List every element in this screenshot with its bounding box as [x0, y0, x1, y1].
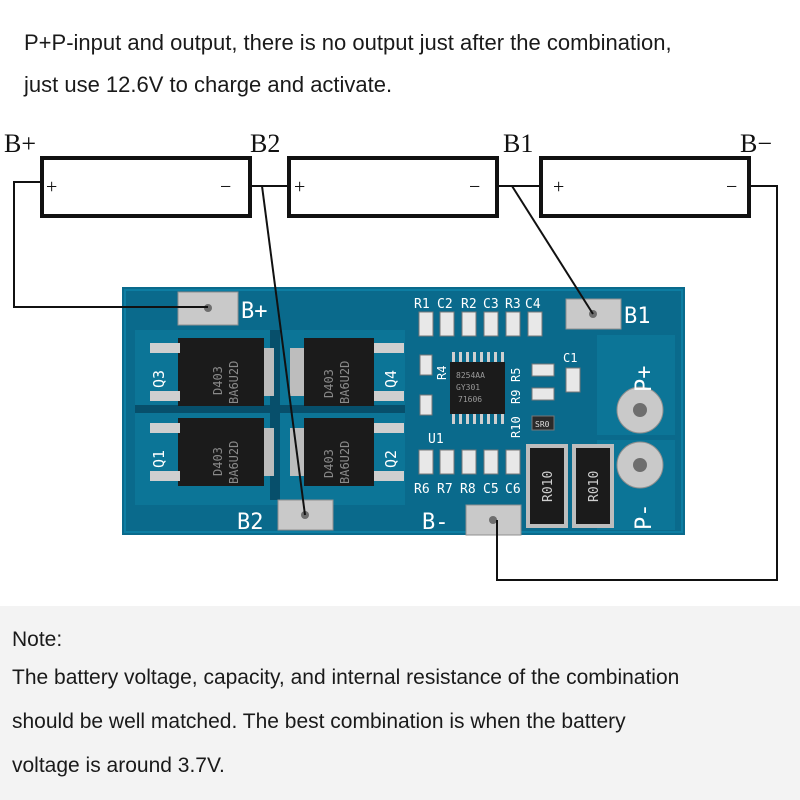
battery-cell-1 — [40, 156, 252, 218]
terminal-bplus: B+ — [4, 129, 36, 158]
label-r7: R7 — [437, 482, 453, 497]
mosfet-q1-mark-2: BA6U2D — [227, 441, 241, 484]
label-c5: C5 — [483, 482, 499, 497]
cell-2-plus: + — [294, 176, 305, 198]
note-section: Note: The battery voltage, capacity, and… — [0, 606, 800, 800]
ref-q4: Q4 — [382, 370, 400, 388]
pad-label-pplus: P+ — [632, 366, 657, 393]
header-line-1: P+P-input and output, there is no output… — [24, 30, 672, 55]
terminal-b1: B1 — [503, 129, 533, 158]
label-sr0: SR0 — [535, 420, 550, 429]
mosfet-q1-mark-1: D403 — [211, 447, 225, 476]
header-line-2: just use 12.6V to charge and activate. — [24, 72, 393, 97]
smd-top-row — [418, 311, 543, 337]
label-r4: R4 — [435, 366, 449, 380]
wire-b2 — [261, 185, 306, 516]
mosfet-q4: D403 BA6U2D — [290, 338, 404, 406]
label-r9: R9 — [509, 390, 523, 404]
protection-board: B+ B1 B2 B- P+ P- D403 BA6U2D D403 — [122, 287, 685, 536]
ic-mark-1: 8254AA — [456, 371, 485, 380]
small-part-sr0 — [531, 415, 555, 431]
battery-cell-2 — [287, 156, 499, 218]
label-c1: C1 — [563, 351, 577, 365]
ic-mark-2: GY301 — [456, 383, 480, 392]
battery-cells — [40, 156, 751, 218]
ref-u1: U1 — [428, 432, 444, 447]
pad-label-b1: B1 — [624, 304, 651, 329]
cell-3-plus: + — [553, 176, 564, 198]
note-line-1: The battery voltage, capacity, and inter… — [12, 666, 680, 689]
note-title: Note: — [12, 628, 63, 651]
ref-q3: Q3 — [150, 370, 168, 388]
label-c3: C3 — [483, 297, 499, 312]
wiring — [13, 181, 778, 581]
shunt-resistors: R010 R010 — [526, 444, 614, 528]
mosfet-q4-mark-1: D403 — [322, 369, 336, 398]
shunt-2 — [572, 444, 614, 528]
note-line-3: voltage is around 3.7V. — [12, 754, 225, 777]
wire-bminus — [496, 185, 778, 581]
mosfet-q1: D403 BA6U2D — [150, 418, 274, 486]
label-r2: R2 — [461, 297, 477, 312]
cell-1-plus: + — [46, 176, 57, 198]
label-c2: C2 — [437, 297, 453, 312]
mosfet-q3-mark-1: D403 — [211, 366, 225, 395]
terminal-bminus: B− — [740, 129, 772, 158]
smd-side — [419, 354, 581, 431]
pad-label-bplus: B+ — [241, 299, 268, 324]
ic-u1: 8254AA GY301 71606 U1 — [428, 352, 505, 447]
top-labels: R1 C2 R2 C3 R3 C4 — [414, 297, 541, 312]
wiring-diagram: + − + − + − B+ B2 B1 B− B — [4, 129, 778, 581]
mosfet-q3-mark-2: BA6U2D — [227, 361, 241, 404]
ref-q1: Q1 — [150, 450, 168, 468]
cell-1-minus: − — [220, 176, 231, 198]
pad-label-b2: B2 — [237, 510, 264, 535]
cell-polarity: + − + − + − — [46, 176, 737, 198]
pad-label-bminus: B- — [422, 510, 449, 535]
label-r6: R6 — [414, 482, 430, 497]
label-r10: R10 — [509, 416, 523, 438]
bottom-labels: R6 R7 R8 C5 C6 — [414, 482, 521, 497]
ref-q2: Q2 — [382, 450, 400, 468]
pad-label-pminus: P- — [632, 504, 657, 531]
mosfets: D403 BA6U2D D403 BA6U2D D403 BA6U2D — [150, 338, 404, 486]
battery-cell-3 — [539, 156, 751, 218]
label-r5: R5 — [509, 368, 523, 382]
shunt-2-mark: R010 — [587, 471, 602, 502]
mosfet-q2-mark-2: BA6U2D — [338, 441, 352, 484]
header-note: P+P-input and output, there is no output… — [24, 22, 794, 106]
terminal-labels: B+ B2 B1 B− — [4, 129, 772, 158]
terminal-b2: B2 — [250, 129, 280, 158]
mosfet-q4-mark-2: BA6U2D — [338, 361, 352, 404]
label-c6: C6 — [505, 482, 521, 497]
cell-2-minus: − — [469, 176, 480, 198]
mosfet-q3: D403 BA6U2D — [150, 338, 274, 406]
label-r3: R3 — [505, 297, 521, 312]
cell-3-minus: − — [726, 176, 737, 198]
label-c4: C4 — [525, 297, 541, 312]
smd-bottom-row — [418, 449, 521, 475]
note-line-2: should be well matched. The best combina… — [12, 710, 626, 733]
wire-b1 — [511, 185, 594, 315]
label-r8: R8 — [460, 482, 476, 497]
wire-bplus — [13, 181, 208, 308]
mosfet-q2-mark-1: D403 — [322, 449, 336, 478]
mosfet-q2: D403 BA6U2D — [290, 418, 404, 486]
ic-mark-3: 71606 — [458, 395, 482, 404]
shunt-1 — [526, 444, 568, 528]
label-r1: R1 — [414, 297, 430, 312]
shunt-1-mark: R010 — [541, 471, 556, 502]
